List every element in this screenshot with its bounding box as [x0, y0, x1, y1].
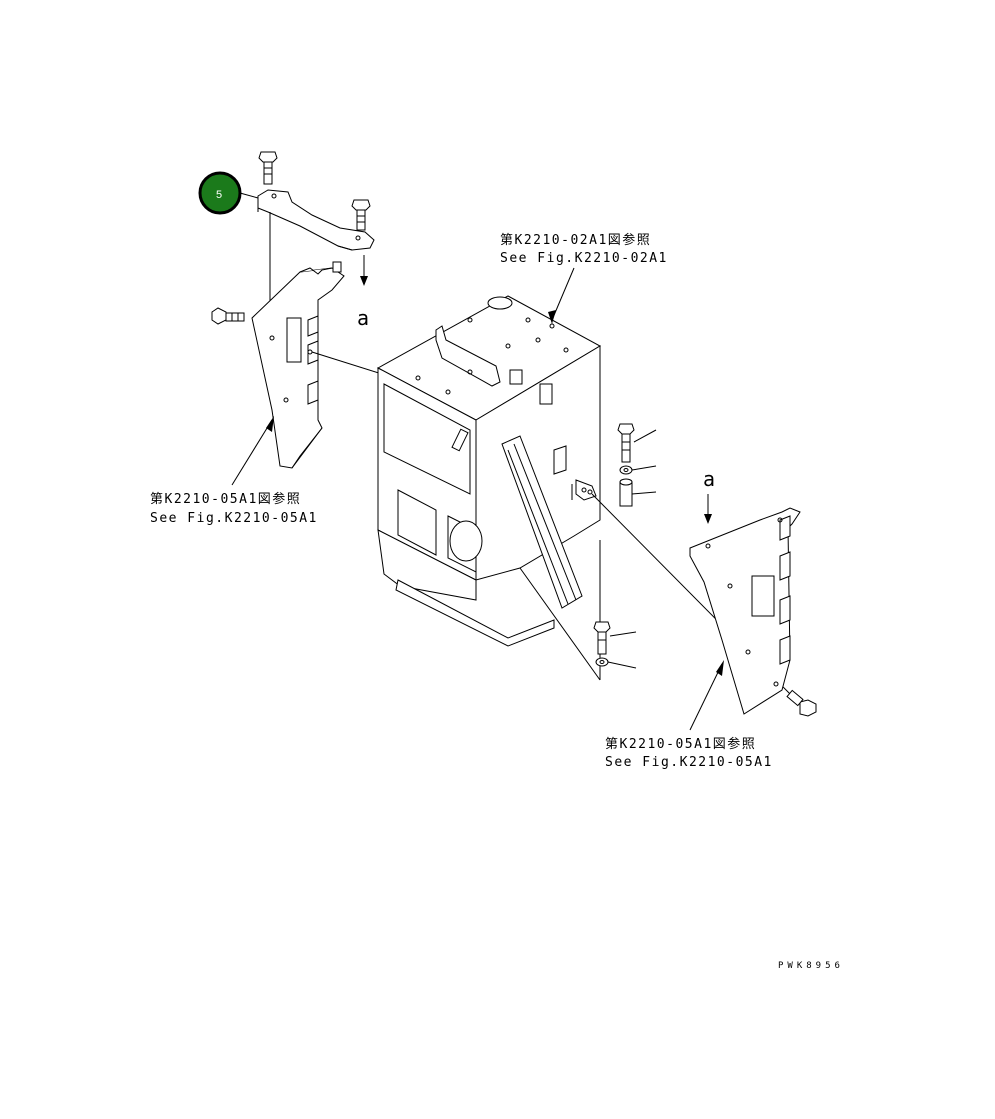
- bolt-side-left: [211, 307, 245, 325]
- bolt-top-left: [258, 151, 278, 185]
- top-bracket-plate: [257, 189, 375, 251]
- ref-en: See Fig.K2210-02A1: [500, 251, 668, 266]
- ref-jp: 第K2210-02A1図参照: [500, 232, 651, 248]
- ref-label-left: 第K2210-05A1図参照 See Fig.K2210-05A1: [150, 491, 318, 526]
- ref-jp: 第K2210-05A1図参照: [150, 491, 301, 507]
- callout-badge-5[interactable]: 5: [198, 171, 242, 215]
- view-arrow-a-top: a: [357, 255, 369, 330]
- bolt-right-upper: [617, 423, 657, 463]
- main-frame-body: [376, 295, 602, 681]
- washer-right-lower: [595, 657, 637, 669]
- callout-number: 5: [216, 189, 222, 201]
- washer-right-upper: [619, 465, 657, 475]
- ref-label-top: 第K2210-02A1図参照 See Fig.K2210-02A1: [500, 232, 668, 266]
- ref-en: See Fig.K2210-05A1: [605, 755, 773, 770]
- view-marker-a-top: a: [357, 306, 369, 330]
- spacer-right: [619, 478, 657, 507]
- left-side-panel: [251, 261, 345, 469]
- bolt-top-right: [351, 199, 371, 231]
- view-marker-a-right: a: [703, 467, 715, 491]
- callout-leader: [239, 192, 259, 199]
- bolt-side-right: [786, 689, 817, 717]
- bolt-right-lower: [593, 621, 637, 655]
- ref-label-right: 第K2210-05A1図参照 See Fig.K2210-05A1: [605, 736, 773, 770]
- ref-leader-right: [689, 660, 724, 731]
- view-arrow-a-right: a: [703, 467, 715, 524]
- assembly-line: [311, 351, 383, 375]
- ref-leader-top: [548, 267, 575, 324]
- ref-jp: 第K2210-05A1図参照: [605, 736, 756, 752]
- drawing-code: PWK8956: [778, 961, 844, 971]
- ref-en: See Fig.K2210-05A1: [150, 511, 318, 526]
- right-side-panel: [689, 507, 801, 715]
- ref-leader-left: [231, 416, 274, 486]
